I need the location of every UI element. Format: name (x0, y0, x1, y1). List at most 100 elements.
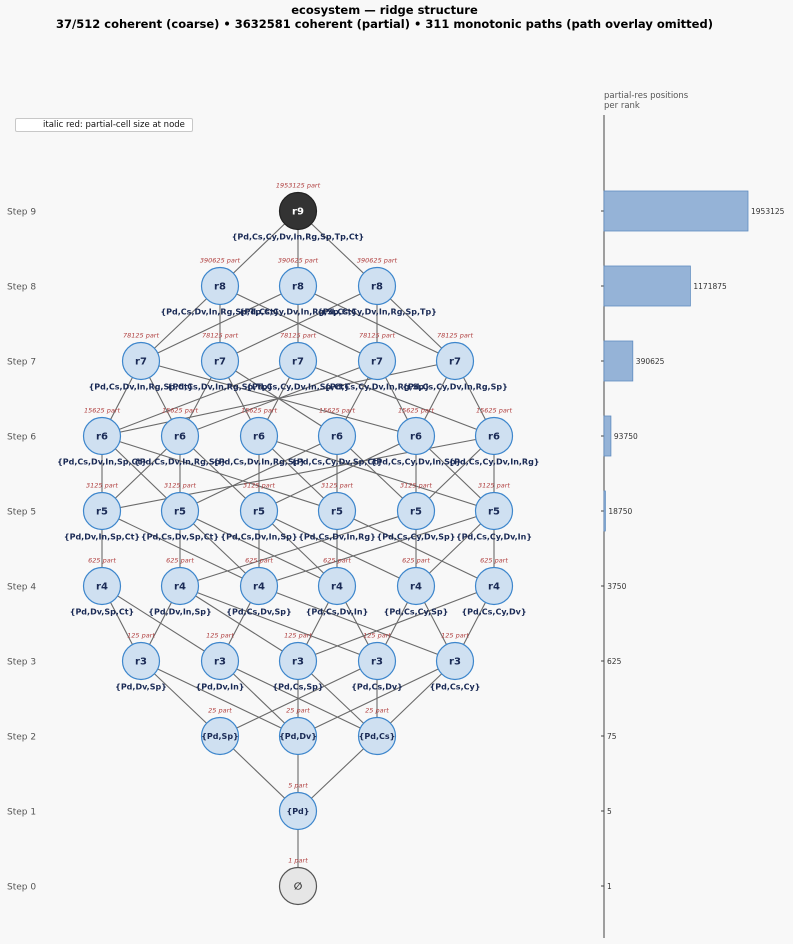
lattice-edge (179, 585, 378, 662)
node-label: r7 (292, 357, 304, 368)
legend-text: italic red: partial-cell size at node (43, 120, 185, 130)
lattice-node (200, 716, 240, 756)
node-set-label: {Pd,Dv,In} (196, 683, 245, 692)
lattice-node (357, 716, 397, 756)
node-label: r5 (331, 507, 343, 518)
step-label: Step 9 (7, 208, 36, 218)
lattice-edge (101, 435, 495, 512)
lattice-node (82, 416, 122, 456)
partial-size-label: 1953125 part (276, 182, 321, 190)
side-bar (603, 265, 691, 307)
lattice-node (278, 341, 318, 381)
side-bar-value-label: 625 (607, 657, 622, 666)
node-label: r4 (96, 582, 108, 593)
node-set-label: {Pd,Cs,Dv,In,Rg,Sp} (134, 458, 226, 467)
lattice-node (357, 266, 397, 306)
lattice-node (317, 491, 357, 531)
lattice-edge (140, 660, 299, 737)
legend-box: italic red: partial-cell size at node (15, 118, 193, 132)
lattice-node (160, 416, 200, 456)
lattice-node (278, 866, 318, 906)
diagram-title: ecosystem — ridge structure (291, 3, 478, 17)
partial-size-label: 15625 part (398, 407, 435, 415)
side-bar (603, 490, 606, 532)
partial-size-label: 78125 part (359, 332, 396, 340)
partial-size-label: 25 part (365, 707, 389, 715)
partial-size-label: 625 part (166, 557, 194, 565)
side-bar (603, 340, 634, 382)
lattice-node (239, 566, 279, 606)
side-chart-title-line: per rank (604, 100, 640, 111)
lattice-edge (258, 435, 417, 512)
node-set-label: {Pd,Cs,Cy,Dv,In,Sp} (371, 458, 462, 467)
node-label: r5 (174, 507, 186, 518)
lattice-edge (179, 435, 338, 512)
node-label: r3 (214, 657, 226, 668)
node-label: r5 (253, 507, 265, 518)
side-bar-value-label: 390625 (636, 357, 665, 366)
node-set-label: {Pd,Cs,Dv,Sp} (226, 608, 291, 617)
step-label: Step 3 (7, 658, 36, 668)
step-label: Step 2 (7, 733, 36, 743)
lattice-node (278, 191, 318, 231)
lattice-node (474, 416, 514, 456)
node-set-label: {Pd,Cs,Sp} (272, 683, 323, 692)
node-set-label: {Pd,Cs,Cy,Dv,In} (456, 533, 532, 542)
node-label: r7 (214, 357, 226, 368)
node-label: r7 (449, 357, 461, 368)
lattice-node (200, 641, 240, 681)
partial-size-label: 25 part (286, 707, 310, 715)
node-set-label: {Pd,Cs,Cy,Dv,In,Rg,Sp,Tp,Ct} (232, 233, 365, 242)
node-set-label: {Pd,Cs,Dv,In,Rg,Sp} (213, 458, 305, 467)
node-label: r6 (253, 432, 265, 443)
partial-size-label: 625 part (323, 557, 351, 565)
lattice-node (278, 716, 318, 756)
side-bar-value-label: 18750 (608, 507, 632, 516)
partial-size-label: 78125 part (437, 332, 474, 340)
partial-size-label: 3125 part (321, 482, 353, 490)
side-bar-chart: 1953125117187539062593750187503750625755… (601, 115, 785, 938)
lattice-node (435, 341, 475, 381)
lattice-node (200, 266, 240, 306)
partial-size-label: 25 part (208, 707, 232, 715)
lattice-node (435, 641, 475, 681)
partial-size-label: 15625 part (162, 407, 199, 415)
lattice-node (121, 341, 161, 381)
partial-size-label: 78125 part (123, 332, 160, 340)
node-set-label: {Pd,Cs,Dv,In,Rg,Sp,Tp} (167, 383, 273, 392)
node-set-label: {Pd,Dv,Sp,Ct} (70, 608, 134, 617)
partial-size-label: 3125 part (243, 482, 275, 490)
partial-size-label: 125 part (127, 632, 155, 640)
lattice-node (474, 491, 514, 531)
node-set-label: {Pd,Cs,Dv,In,Sp} (220, 533, 297, 542)
node-label: r4 (410, 582, 422, 593)
node-label: r3 (135, 657, 147, 668)
side-bar-value-label: 75 (607, 732, 617, 741)
side-bar-value-label: 1171875 (693, 282, 727, 291)
lattice-node (121, 641, 161, 681)
side-bar-value-label: 3750 (607, 582, 626, 591)
step-label: Step 1 (7, 808, 36, 818)
node-label: r5 (488, 507, 500, 518)
lattice-edge (258, 510, 495, 587)
node-set-label: {Pd,Dv,In,Sp} (148, 608, 211, 617)
step-label: Step 5 (7, 508, 36, 518)
node-label: r3 (449, 657, 461, 668)
partial-size-label: 3125 part (86, 482, 118, 490)
node-set-label: {Pd,Cs,Cy,Dv,In,Rg,Sp} (324, 383, 430, 392)
partial-size-label: 15625 part (241, 407, 278, 415)
step-label: Step 7 (7, 358, 36, 368)
partial-size-label: 15625 part (476, 407, 513, 415)
lattice-node (239, 416, 279, 456)
side-chart-title-line: partial-res positions (604, 91, 689, 101)
node-label: r4 (253, 582, 265, 593)
partial-size-label: 125 part (206, 632, 234, 640)
lattice-node (278, 641, 318, 681)
node-label: r4 (174, 582, 186, 593)
partial-size-label: 3125 part (164, 482, 196, 490)
partial-size-label: 625 part (88, 557, 116, 565)
node-set-label: {Pd,Cs,Dv,Sp,Ct} (141, 533, 219, 542)
